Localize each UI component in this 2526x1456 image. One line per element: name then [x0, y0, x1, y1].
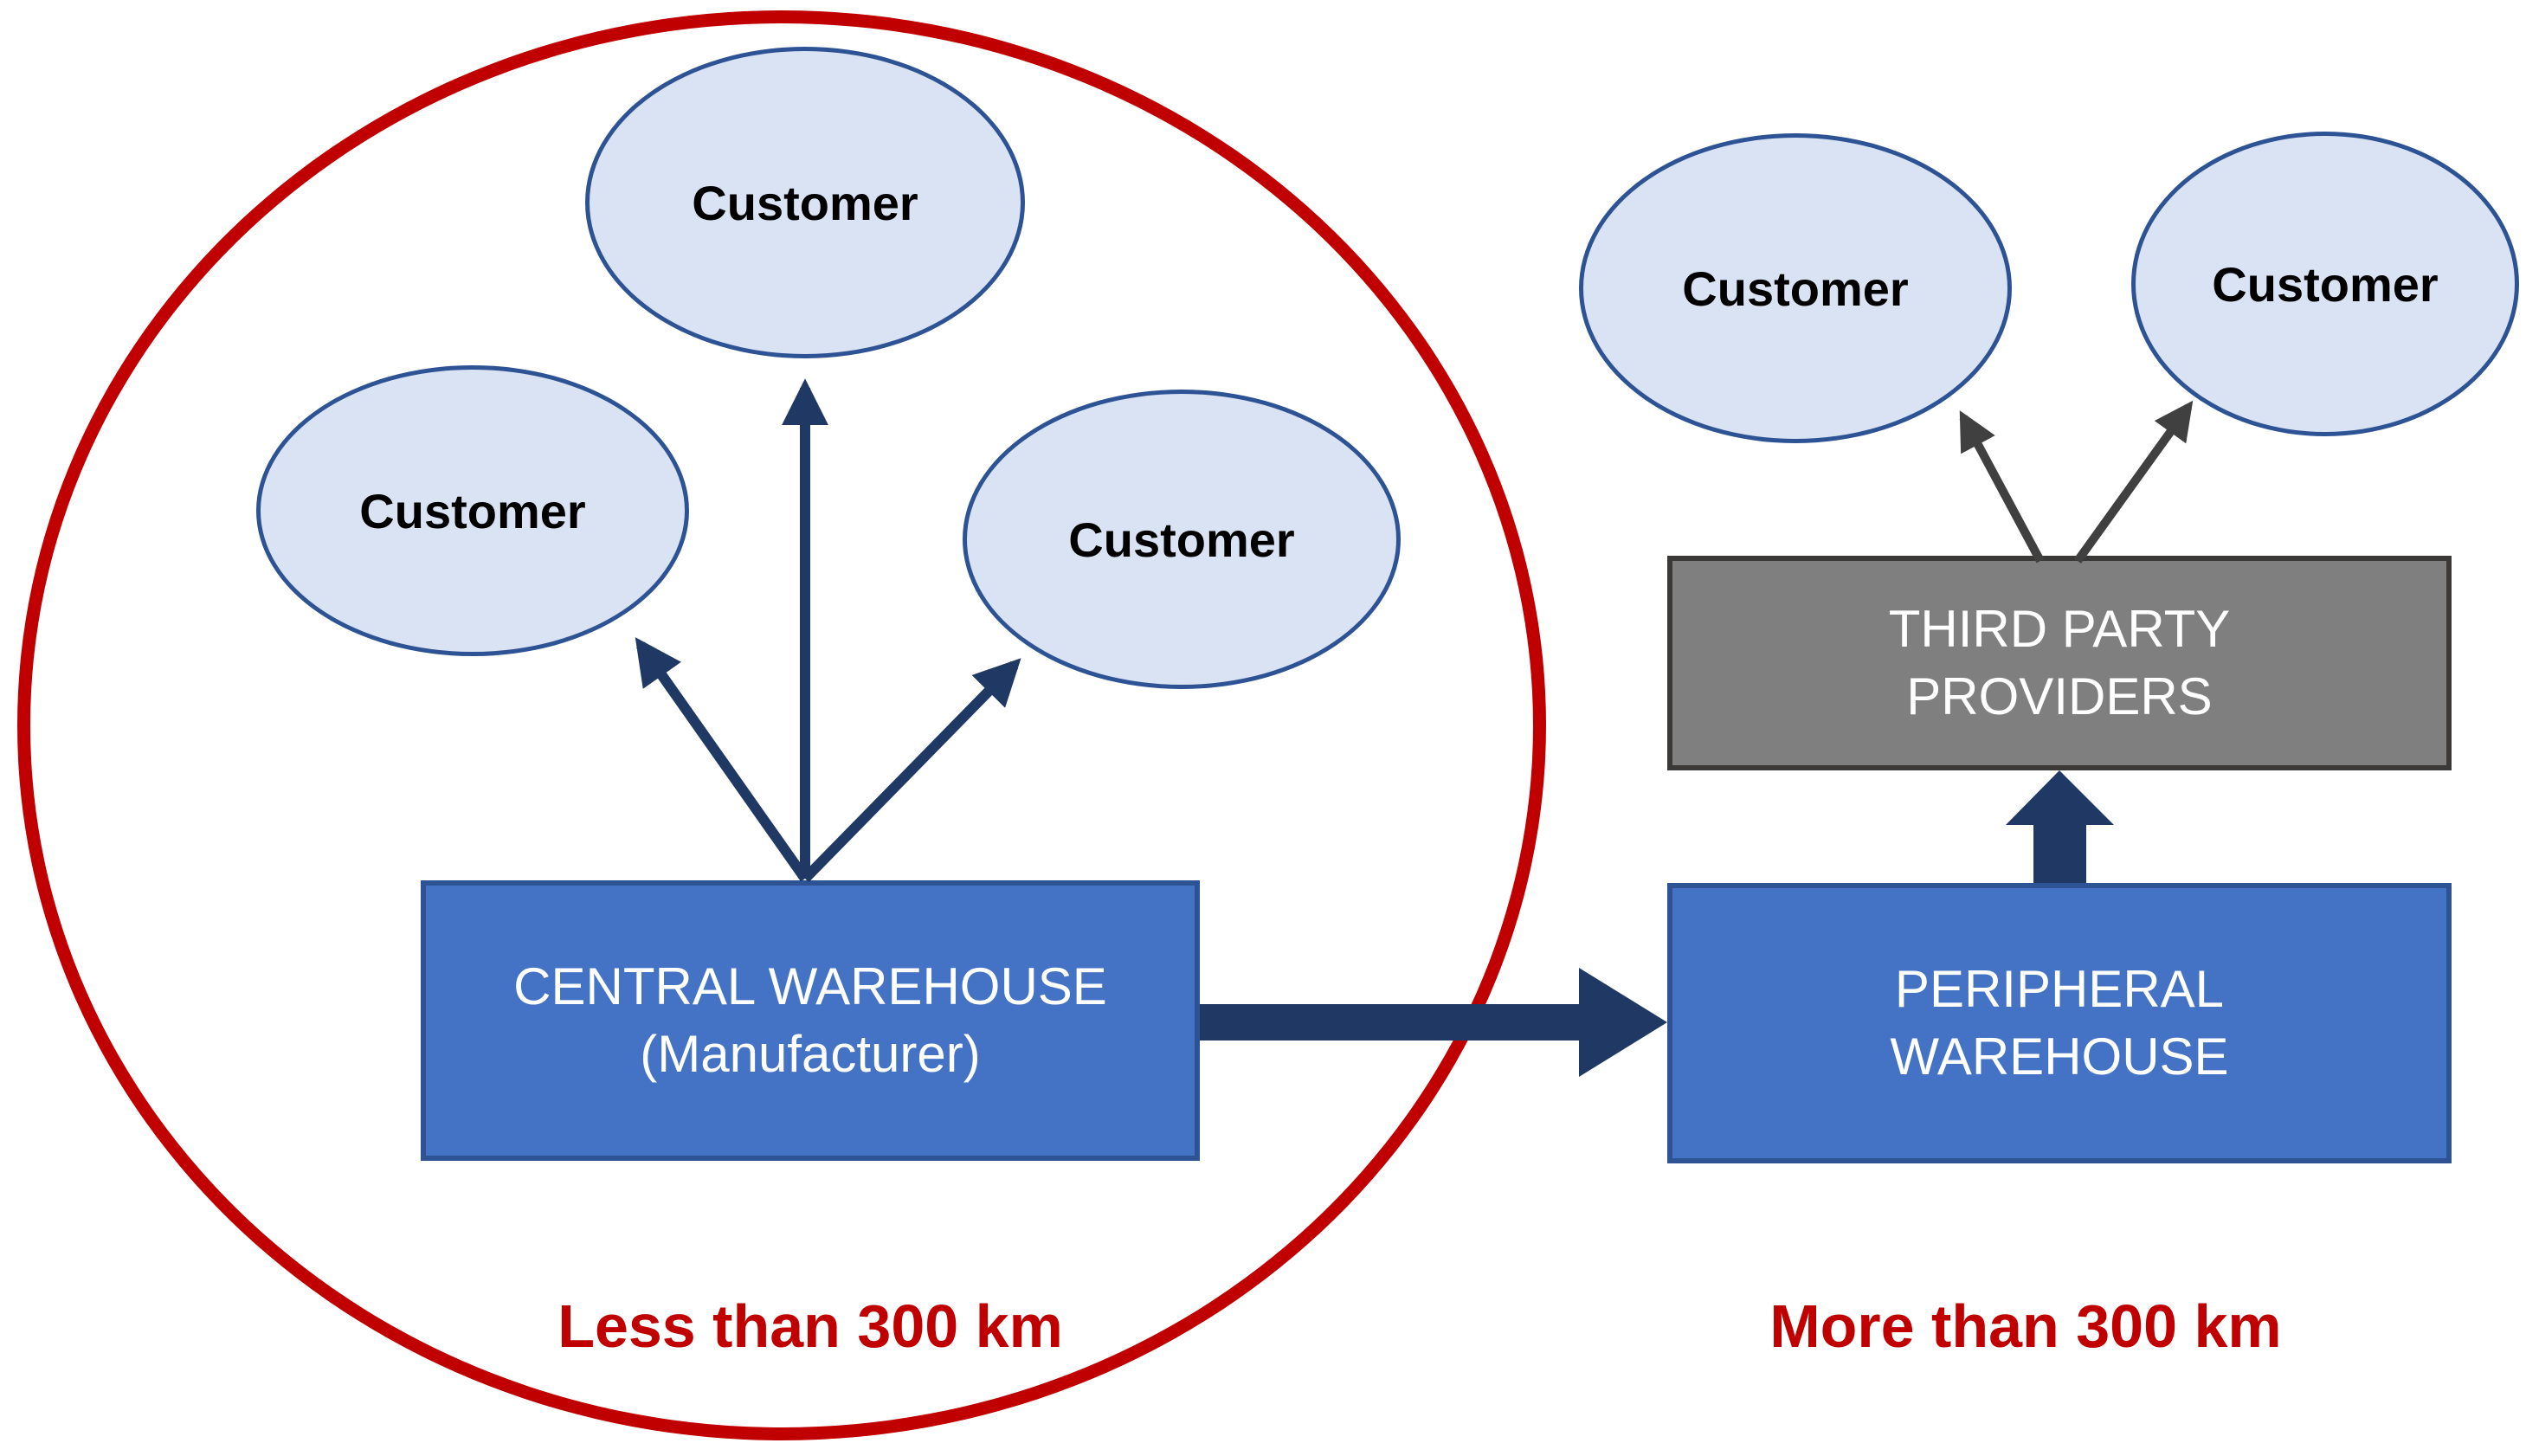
arrow-thirdparty-to-customer-2: [2073, 400, 2194, 564]
customer-label: Customer: [2212, 256, 2439, 312]
central-warehouse-title: CENTRAL WAREHOUSE: [513, 957, 1107, 1015]
arrow-thirdparty-to-customer-1: [1959, 410, 2045, 564]
central-warehouse-subtitle: (Manufacturer): [640, 1025, 981, 1083]
customer-label: Customer: [1068, 512, 1295, 567]
peripheral-warehouse-line2: WAREHOUSE: [1890, 1028, 2229, 1086]
customer-label: Customer: [692, 175, 918, 230]
caption-less-than-300km: Less than 300 km: [557, 1292, 1063, 1360]
third-party-providers-node: THIRD PARTY PROVIDERS: [1667, 556, 2452, 770]
peripheral-warehouse-node: PERIPHERAL WAREHOUSE: [1667, 883, 2452, 1163]
caption-more-than-300km: More than 300 km: [1769, 1292, 2282, 1360]
customer-node-top: Customer: [585, 47, 1025, 358]
central-warehouse-node: CENTRAL WAREHOUSE (Manufacturer): [421, 880, 1200, 1161]
arrow-peripheral-to-thirdparty: [2006, 770, 2114, 883]
third-party-line2: PROVIDERS: [1906, 667, 2213, 725]
peripheral-warehouse-line1: PERIPHERAL: [1894, 960, 2225, 1018]
customer-node-midright: Customer: [963, 390, 1401, 689]
customer-node-right-2: Customer: [2131, 132, 2519, 436]
customer-label: Customer: [359, 483, 586, 538]
customer-label: Customer: [1682, 261, 1909, 316]
customer-node-right-1: Customer: [1579, 133, 2012, 443]
customer-node-left: Customer: [256, 365, 689, 656]
third-party-line1: THIRD PARTY: [1888, 600, 2231, 658]
